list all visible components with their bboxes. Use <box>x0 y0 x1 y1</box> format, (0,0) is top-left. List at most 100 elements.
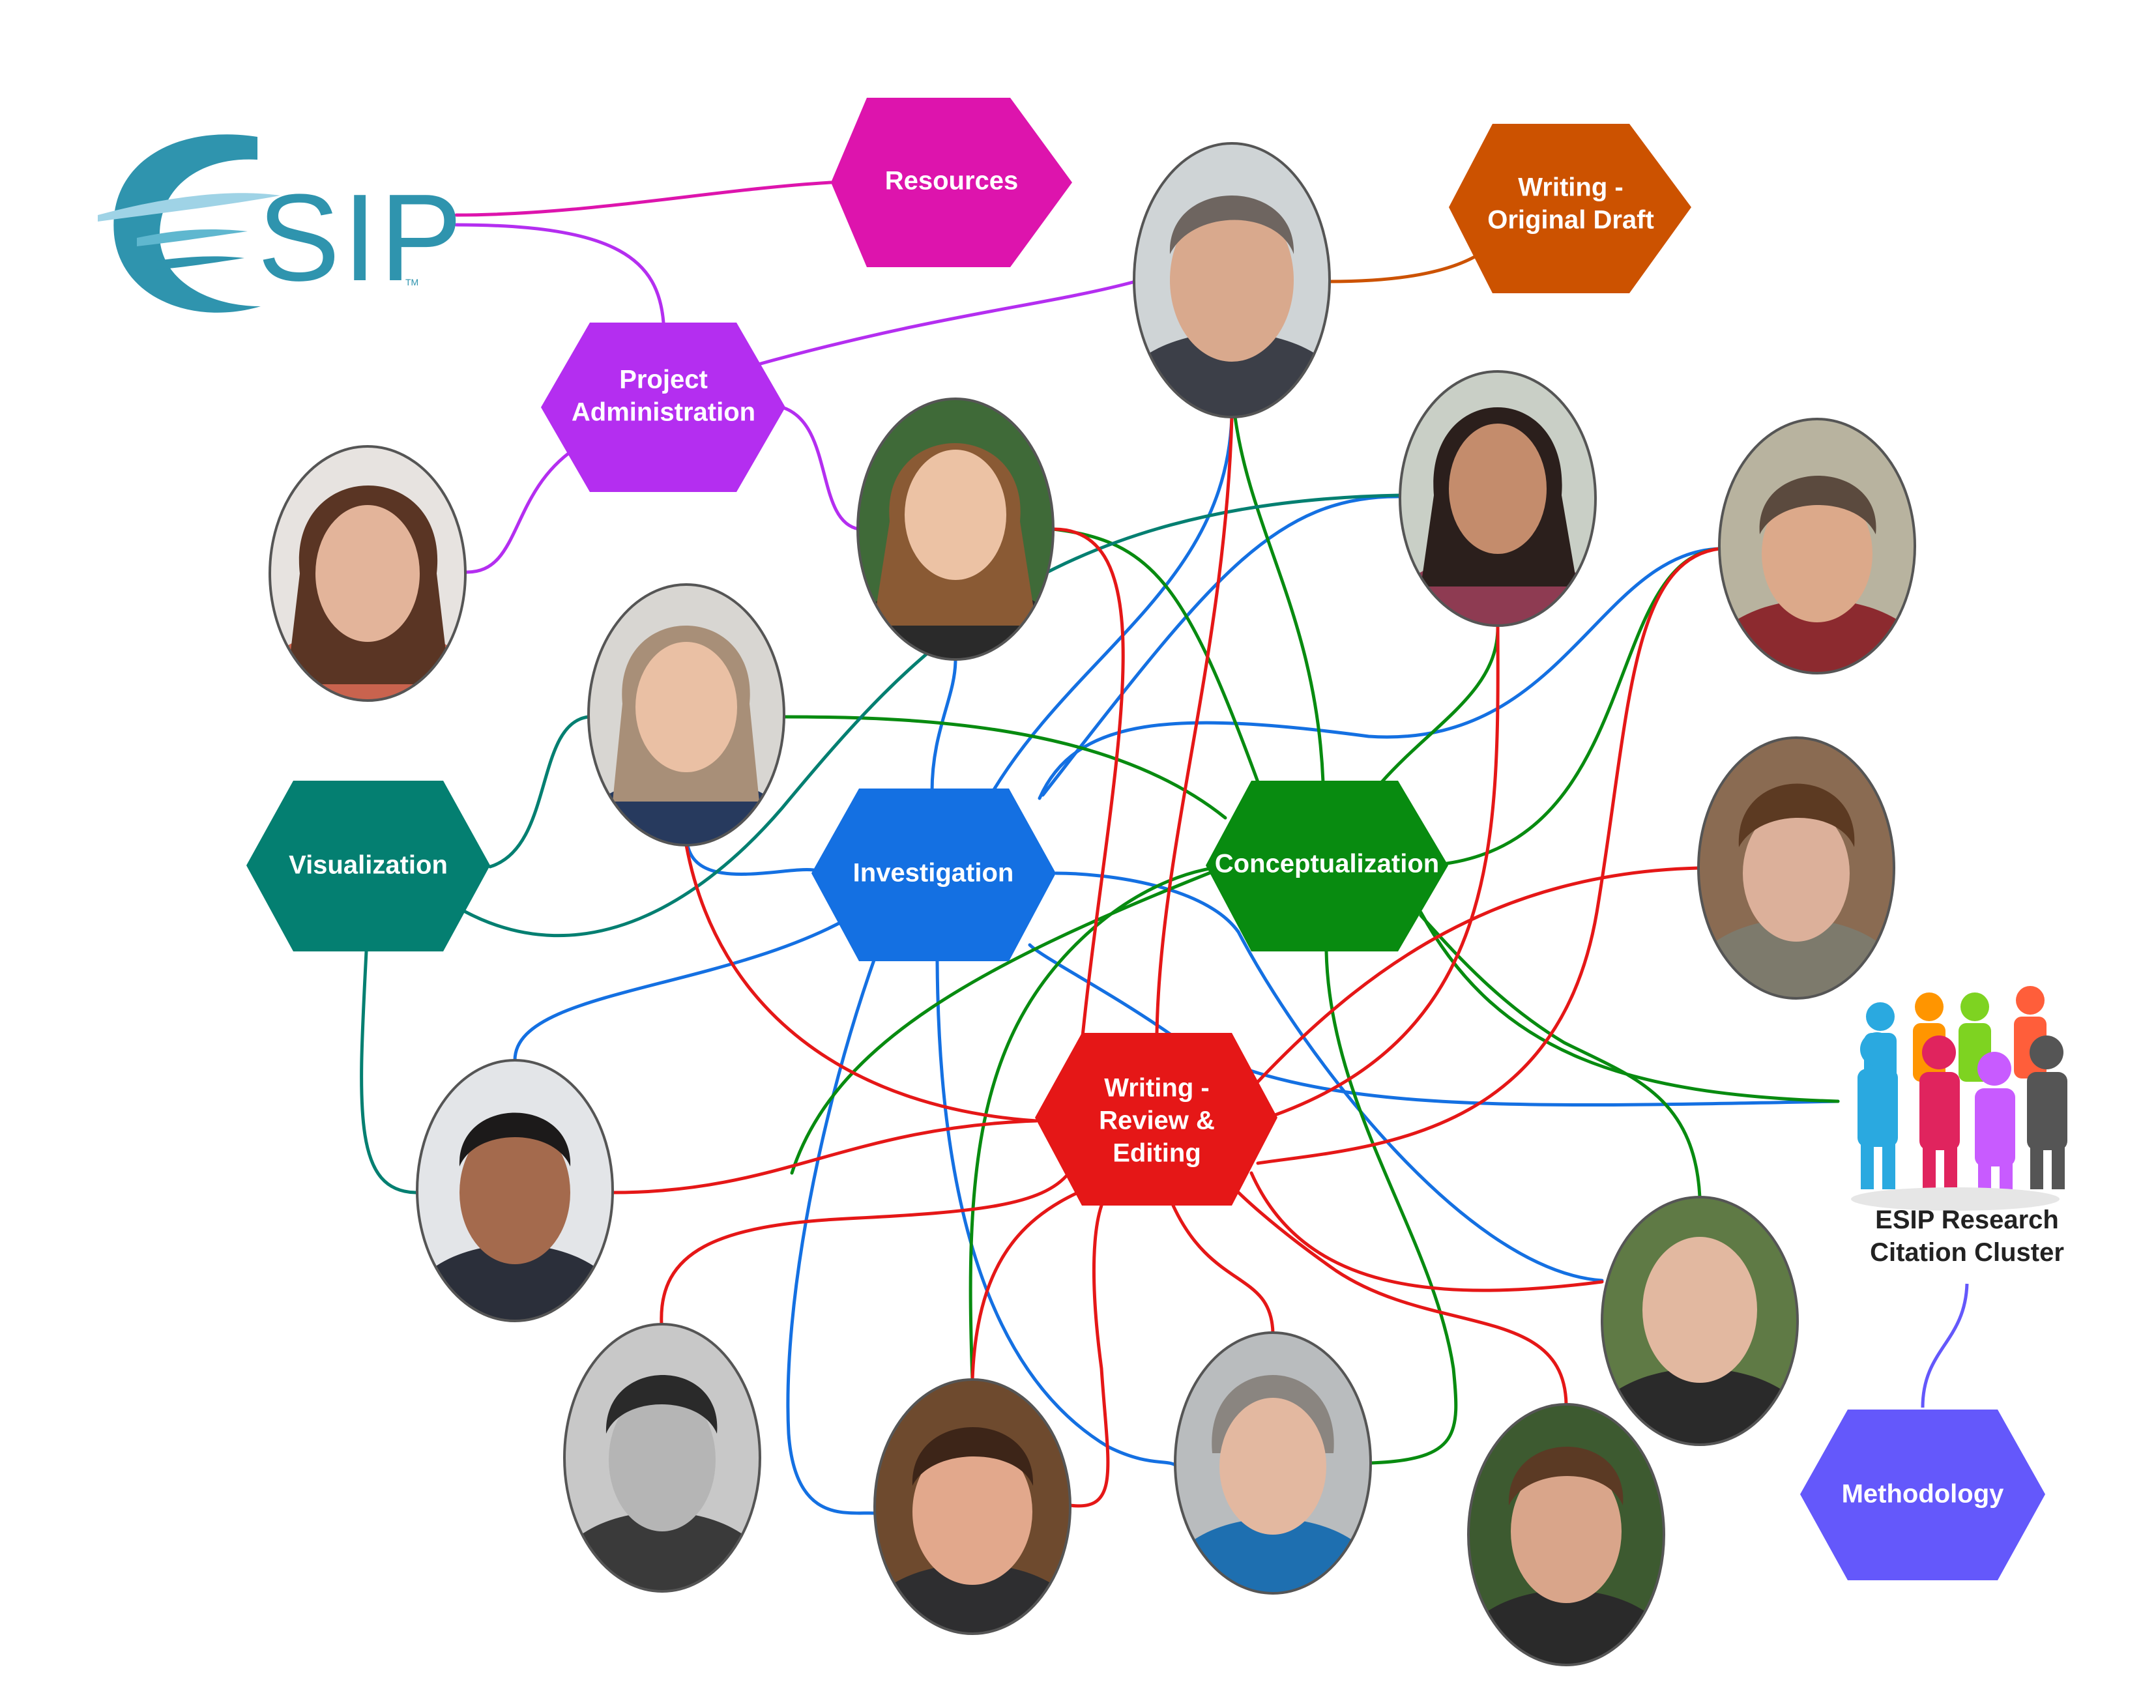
esip-research-citation-cluster[interactable]: ESIP Research Citation Cluster <box>1851 986 2067 1267</box>
visualization-hexagon <box>246 781 490 951</box>
logo-swoosh-dark <box>113 134 261 313</box>
portrait-p4-frame <box>1399 370 1597 627</box>
people-group-icon <box>1851 986 2067 1211</box>
role-project-administration[interactable]: Project Administration <box>541 323 785 492</box>
writing-review-editing-label-line3: Editing <box>1113 1139 1201 1168</box>
edge-p1-conceptualization <box>1233 415 1325 784</box>
edge-p7-review <box>1256 866 1700 1084</box>
role-nodes: Resources Writing - Original Draft Proje… <box>246 98 2045 1580</box>
role-investigation[interactable]: Investigation <box>811 789 1056 961</box>
portrait-p11-frame <box>873 1378 1071 1635</box>
edge-p11-conceptualization <box>969 865 1231 1382</box>
edge-p13-review <box>1230 1184 1568 1406</box>
portrait-p3-frame <box>856 398 1055 661</box>
project-administration-hexagon <box>541 323 785 492</box>
edge-p11-review-2 <box>970 1178 1110 1382</box>
methodology-label: Methodology <box>1842 1480 2005 1509</box>
resources-hexagon <box>831 98 1072 267</box>
writing-review-editing-label-line1: Writing - <box>1104 1074 1209 1103</box>
role-writing-review-editing[interactable]: Writing - Review & Editing <box>1035 1033 1277 1206</box>
role-resources[interactable]: Resources <box>831 98 1072 267</box>
conceptualization-hexagon <box>1206 781 1448 951</box>
logo-text: SIP <box>257 169 465 307</box>
portrait-p9-frame <box>1601 1196 1799 1446</box>
edge-p12-investigation <box>935 959 1177 1467</box>
logo-swoosh-mid <box>137 229 248 246</box>
portrait-p11[interactable] <box>862 1378 1083 1694</box>
edge-logo-resources <box>454 181 833 217</box>
connection-lines <box>360 181 1840 1515</box>
portrait-p1-frame <box>1133 142 1331 418</box>
portrait-p13-frame <box>1467 1403 1665 1666</box>
edge-p3-project-admin <box>780 405 861 531</box>
portrait-p12[interactable] <box>1162 1331 1384 1662</box>
edge-p5-review <box>1256 547 1721 1165</box>
edge-logo-project-admin <box>454 223 665 325</box>
edge-p9-review <box>1249 1171 1604 1292</box>
edge-p8-review <box>611 1119 1038 1194</box>
edge-p1-writing-original <box>1328 242 1494 283</box>
investigation-label: Investigation <box>853 859 1014 888</box>
portrait-p6[interactable] <box>575 583 797 906</box>
edge-p8-investigation <box>513 917 849 1062</box>
portrait-p2[interactable] <box>257 445 478 756</box>
project-administration-label-line2: Administration <box>572 398 755 427</box>
portrait-p8-frame <box>416 1059 614 1322</box>
edge-p8-visualization <box>360 949 419 1194</box>
edge-p1-review <box>1155 415 1234 1035</box>
portrait-p5-frame <box>1718 418 1916 674</box>
edge-p1-project-admin <box>754 280 1137 367</box>
edge-p6-conceptualization <box>782 715 1227 820</box>
edge-p6-review <box>684 843 1038 1123</box>
role-methodology[interactable]: Methodology <box>1800 1410 2045 1580</box>
logo-swoosh-light <box>98 193 280 222</box>
portrait-p5[interactable] <box>1706 418 1928 730</box>
logo-trademark: TM <box>405 277 418 287</box>
contributor-portraits <box>257 142 1928 1708</box>
edge-p4-review <box>1256 624 1500 1123</box>
portrait-p3[interactable] <box>845 398 1066 723</box>
edge-p9-conceptualization <box>1419 914 1702 1199</box>
edge-p3-investigation <box>930 658 957 794</box>
project-administration-label-line1: Project <box>619 366 708 394</box>
edge-p6-visualization <box>488 715 590 869</box>
portrait-p8[interactable] <box>404 1059 626 1388</box>
edge-p10-investigation <box>786 951 879 1515</box>
conceptualization-label: Conceptualization <box>1215 850 1439 878</box>
edge-p4-visualization <box>461 493 1402 938</box>
portrait-p2-frame <box>269 445 467 702</box>
portrait-p7[interactable] <box>1685 736 1907 1062</box>
edge-cluster-methodology <box>1921 1283 1969 1408</box>
role-visualization[interactable]: Visualization <box>246 781 490 951</box>
edge-p10-review <box>660 1171 1071 1326</box>
edge-p9-investigation <box>1054 871 1604 1282</box>
writing-review-editing-hexagon <box>1035 1033 1277 1206</box>
portrait-p7-frame <box>1697 736 1895 1000</box>
portrait-p13[interactable] <box>1455 1403 1677 1708</box>
visualization-label: Visualization <box>289 851 448 880</box>
edge-p3-conceptualization <box>1051 527 1260 784</box>
edge-p10-conceptualization <box>790 865 1227 1175</box>
role-conceptualization[interactable]: Conceptualization <box>1206 781 1448 951</box>
writing-review-editing-label-line2: Review & <box>1099 1107 1215 1135</box>
edge-p4-investigation <box>1041 495 1402 797</box>
edge-p1-investigation <box>989 415 1234 797</box>
edge-p11-review <box>1068 1204 1110 1508</box>
cluster-label-line2: Citation Cluster <box>1870 1238 2064 1267</box>
portrait-p4[interactable] <box>1387 370 1609 684</box>
portrait-p10[interactable] <box>551 1323 773 1655</box>
role-writing-original-draft[interactable]: Writing - Original Draft <box>1449 124 1691 293</box>
edge-p6-investigation <box>686 843 815 876</box>
investigation-hexagon <box>811 789 1056 961</box>
writing-original-draft-label-line2: Original Draft <box>1487 206 1654 235</box>
resources-label: Resources <box>885 167 1019 195</box>
portrait-p1[interactable] <box>1114 142 1349 476</box>
edge-cluster-conceptualization <box>1419 910 1840 1103</box>
methodology-hexagon <box>1800 1410 2045 1580</box>
portrait-p12-frame <box>1174 1331 1372 1595</box>
writing-original-draft-label-line1: Writing - <box>1518 173 1623 202</box>
portrait-p10-frame <box>563 1323 761 1593</box>
esip-logo: SIP TM <box>98 134 465 313</box>
portrait-p9[interactable] <box>1589 1196 1811 1499</box>
